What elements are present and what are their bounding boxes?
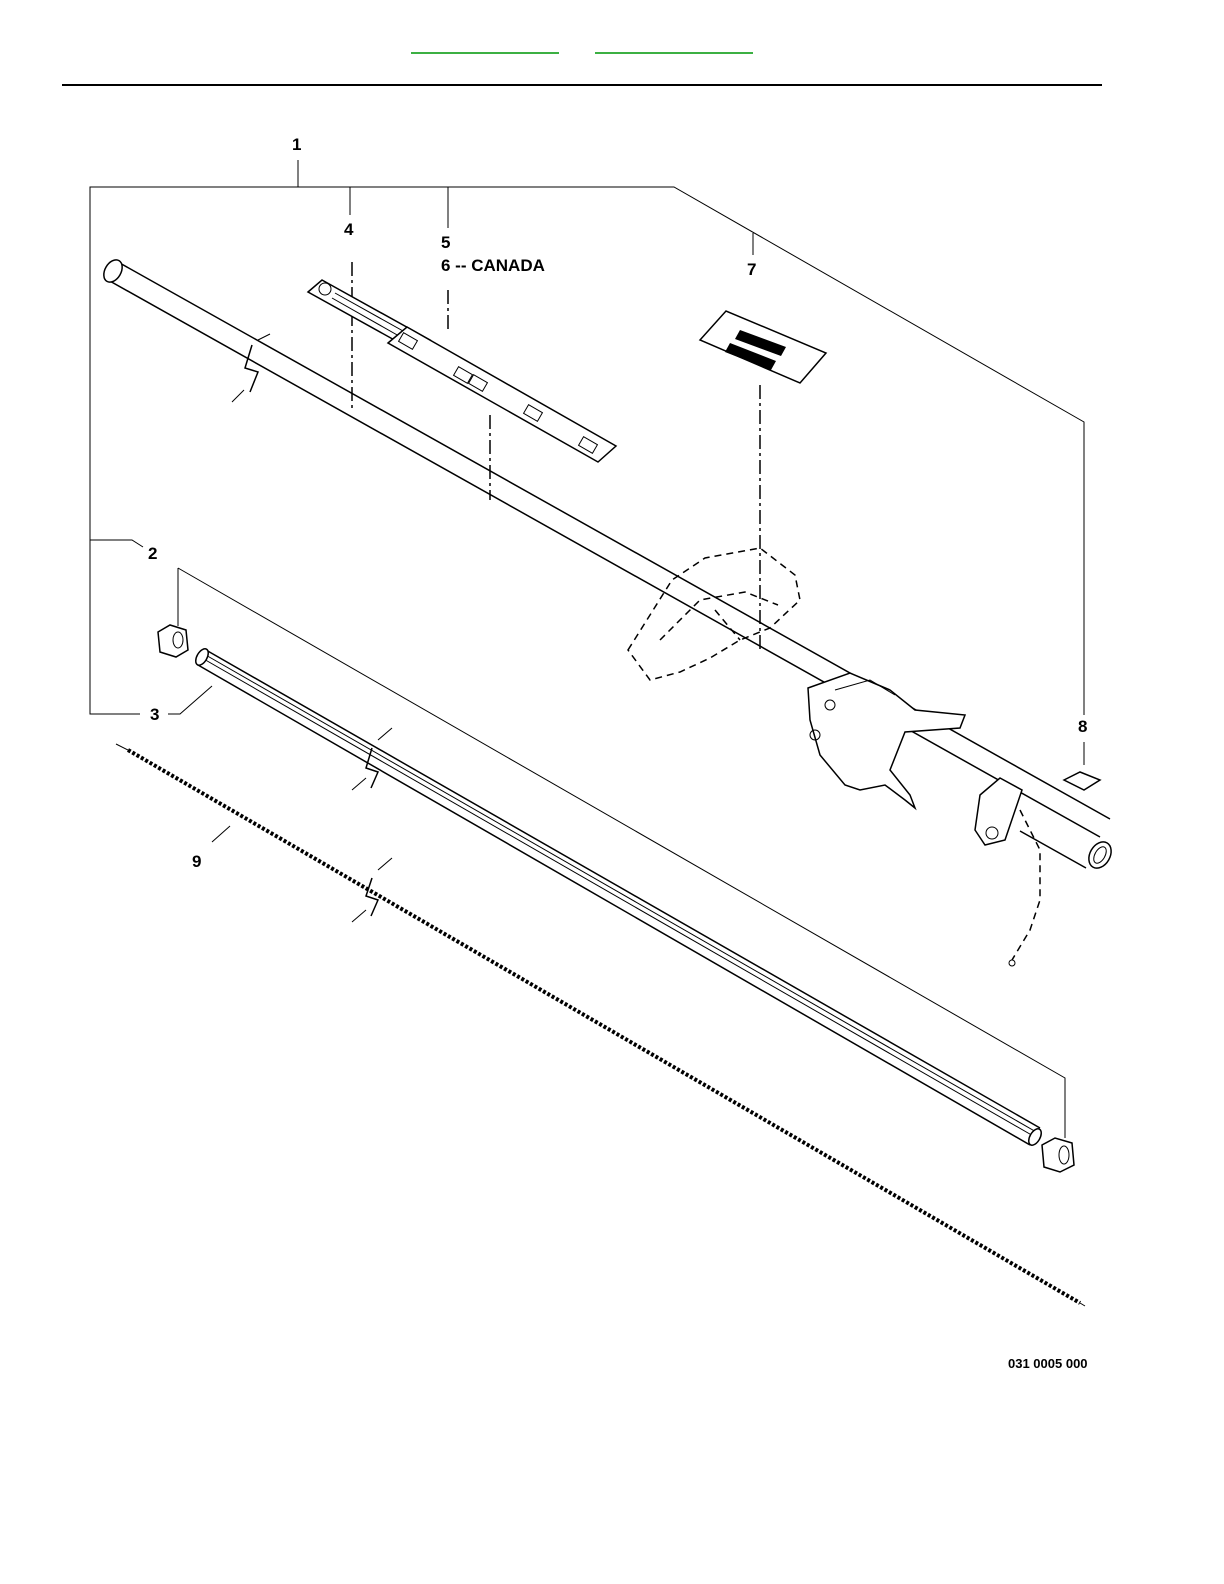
throttle-housing	[808, 673, 1040, 966]
callout-9: 9	[192, 852, 201, 871]
handle-dashed	[628, 548, 800, 680]
decal-7	[700, 311, 826, 383]
bushing-bottom	[1042, 1138, 1074, 1172]
decal-5	[388, 327, 616, 462]
main-shaft	[100, 257, 1116, 873]
callout-6-canada: 6 -- CANADA	[441, 256, 545, 275]
callout-1: 1	[292, 135, 301, 154]
callout-5: 5	[441, 233, 450, 252]
callout-8: 8	[1078, 717, 1087, 736]
drawing-number: 031 0005 000	[1008, 1356, 1088, 1371]
callout-3: 3	[150, 705, 159, 724]
callout-2: 2	[148, 544, 157, 563]
drive-cable	[116, 744, 1085, 1306]
decal-8	[1064, 772, 1100, 790]
leader-lines	[90, 160, 1084, 1138]
callout-7: 7	[747, 260, 756, 279]
bushing-top	[158, 625, 188, 657]
callout-4: 4	[344, 220, 354, 239]
